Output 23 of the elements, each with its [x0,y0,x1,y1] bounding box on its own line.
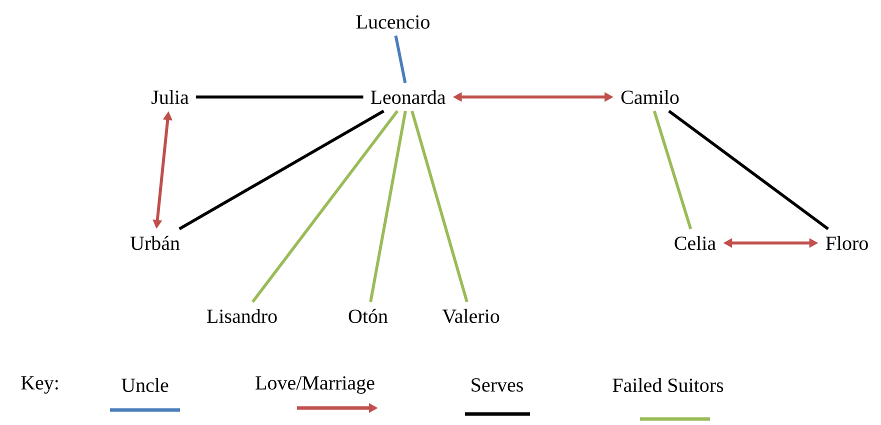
connector-line [369,110,407,302]
name-label: Julia [152,90,189,104]
name-label: Camilo [621,90,679,104]
name-label: Leonarda [370,90,446,104]
name-label: Floro [826,236,868,250]
connector-line [178,110,384,230]
connector-line [668,110,829,230]
connector-line [652,110,692,230]
legend-text: Love/Marriage [256,376,374,394]
connector-line [196,96,364,98]
name-label: Otón [348,308,388,324]
legend-text: Failed Suitors [612,378,724,392]
name-label: Valerio [442,308,500,324]
key-heading: Key: [21,376,58,394]
legend-text: Serves [472,378,523,392]
name-label: Celia [674,236,716,250]
connector-line [394,35,407,84]
name-label: Urbán [130,236,180,250]
connector-line [251,110,399,303]
name-label: Lisandro [207,308,277,324]
legend-text: Uncle [122,378,168,392]
connector-line [410,110,468,302]
name-label: Lucencio [356,15,430,29]
